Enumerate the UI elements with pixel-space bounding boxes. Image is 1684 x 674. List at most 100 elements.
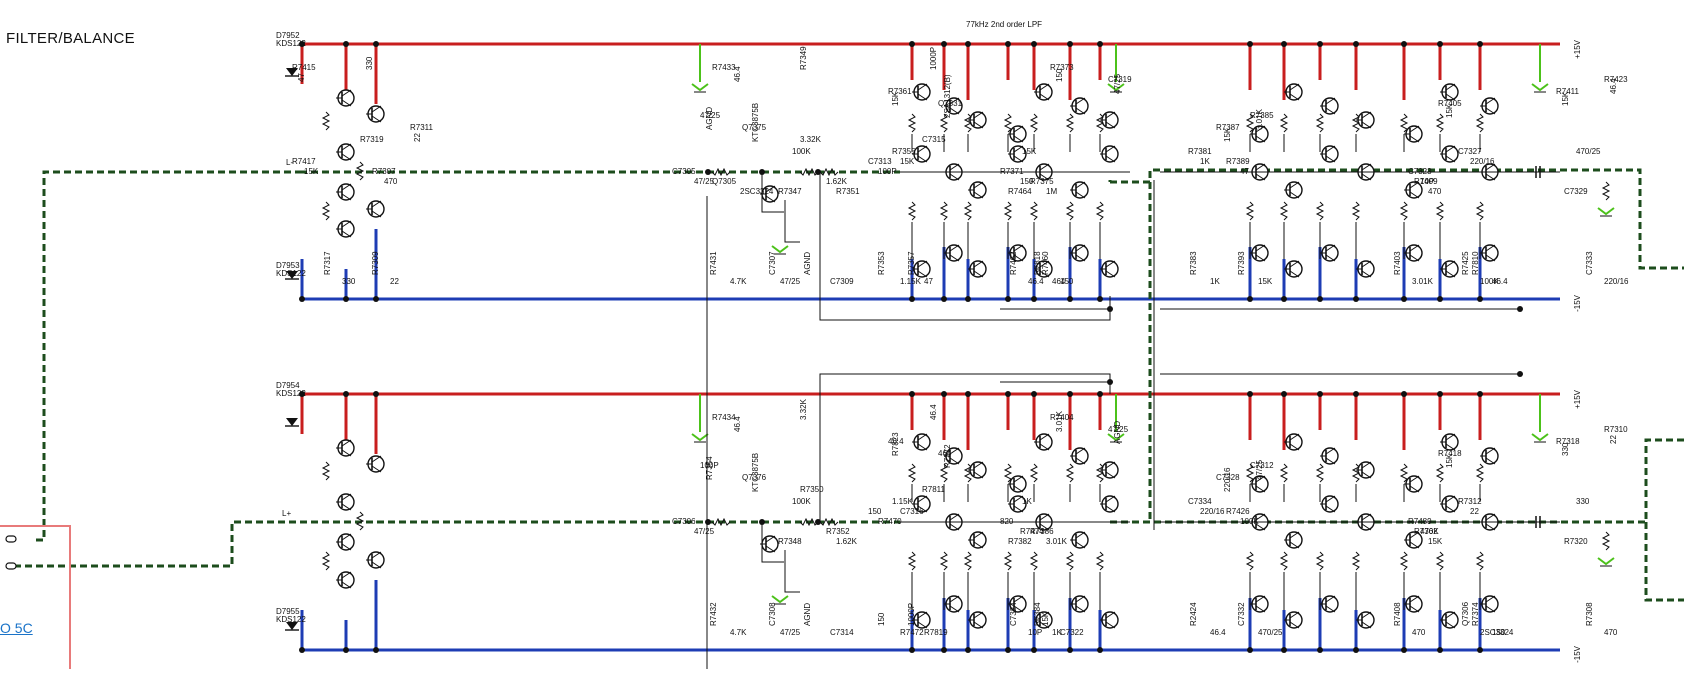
component-label: 3.01K xyxy=(1412,277,1434,286)
component-label: R7381 xyxy=(1188,147,1212,156)
lpf-transistor xyxy=(1250,125,1269,143)
junction-dot xyxy=(1005,41,1011,47)
lpf-transistor xyxy=(1404,244,1423,262)
lpf-transistor xyxy=(912,260,931,278)
junction-dot xyxy=(1317,647,1323,653)
component-label: R7385 xyxy=(1250,111,1274,120)
junction-dot xyxy=(299,296,305,302)
component-label: R7319 xyxy=(360,135,384,144)
lpf-resistor xyxy=(1399,113,1409,133)
junction-dot xyxy=(1247,647,1253,653)
component-label: C7308 xyxy=(768,602,777,626)
component-label: R7384 xyxy=(1033,602,1042,626)
agnd-symbol xyxy=(771,245,789,255)
lpf-transistor xyxy=(1100,260,1119,278)
lpf-transistor xyxy=(1070,531,1089,549)
output-load-resistor xyxy=(1601,531,1611,551)
lpf-transistor xyxy=(1404,531,1423,549)
lpf-transistor xyxy=(1250,244,1269,262)
lpf-transistor xyxy=(1034,260,1053,278)
lpf-transistor xyxy=(1480,447,1499,465)
lpf-resistor xyxy=(963,113,973,133)
input-resistor xyxy=(321,111,331,131)
zener-part: KDS122 xyxy=(276,39,306,48)
component-label: 15K xyxy=(1223,127,1232,142)
component-label: R7387 xyxy=(1216,123,1240,132)
agnd-symbol xyxy=(691,433,709,443)
lpf-transistor xyxy=(1008,125,1027,143)
component-label: R7350 xyxy=(800,485,824,494)
component-label: 22 xyxy=(1470,507,1479,516)
junction-dot xyxy=(909,647,915,653)
component-label: 150 xyxy=(868,507,882,516)
junction-dot xyxy=(1353,296,1359,302)
input-resistor xyxy=(321,201,331,221)
component-label: 47/25 xyxy=(694,177,715,186)
lpf-resistor xyxy=(1315,113,1325,133)
component-label: R7432 xyxy=(709,602,718,626)
component-label: R7307 xyxy=(372,167,396,176)
component-label: 100P xyxy=(700,461,719,470)
lpf-resistor xyxy=(1315,201,1325,221)
zener-ref: D7952 xyxy=(276,31,300,40)
lpf-transistor xyxy=(1480,595,1499,613)
bottom-neg-rail-label: -15V xyxy=(1573,645,1582,663)
junction-dot xyxy=(1107,379,1113,385)
component-label: R7389 xyxy=(1226,157,1250,166)
lpf-resistor xyxy=(1351,463,1361,483)
zener-part: KDS122 xyxy=(276,615,306,624)
input-transistor xyxy=(336,183,355,201)
component-label: 470 xyxy=(1604,628,1618,637)
component-label: KTC3875B xyxy=(751,103,760,142)
junction-dot xyxy=(1437,647,1443,653)
junction-dot xyxy=(1281,391,1287,397)
lpf-transistor xyxy=(1404,125,1423,143)
component-label: 3.32K xyxy=(799,398,808,420)
junction-dot xyxy=(1353,647,1359,653)
component-label: 46.4 xyxy=(733,66,742,82)
component-label: 100K xyxy=(792,497,811,506)
component-label: R7374 xyxy=(1471,602,1480,626)
lpf-transistor xyxy=(1034,611,1053,629)
page-link[interactable]: O 5C xyxy=(0,620,33,636)
component-label: 47 xyxy=(297,73,306,82)
input-transistor xyxy=(336,220,355,238)
lpf-resistor xyxy=(963,463,973,483)
junction-dot xyxy=(1317,296,1323,302)
component-label: 1.15K xyxy=(892,497,914,506)
zener-ref: D7955 xyxy=(276,607,300,616)
lpf-transistor xyxy=(1070,447,1089,465)
component-label: R7433 xyxy=(712,63,736,72)
component-label: R2424 xyxy=(1189,602,1198,626)
lpf-transistor xyxy=(1356,260,1375,278)
component-label: R7349 xyxy=(799,46,808,70)
input-transistor xyxy=(336,439,355,457)
component-label: C7314 xyxy=(830,628,854,637)
connector-frame xyxy=(0,525,71,674)
component-label: AGND xyxy=(1113,421,1122,444)
component-label: R7417 xyxy=(292,157,316,166)
component-label: R7403 xyxy=(1393,251,1402,275)
component-label: 15K xyxy=(1022,147,1037,156)
lpf-transistor xyxy=(1034,83,1053,101)
component-label: R7312 xyxy=(1458,497,1482,506)
component-label: C7334 xyxy=(1188,497,1212,506)
component-label: R7309 xyxy=(371,251,380,275)
junction-dot xyxy=(1107,306,1113,312)
component-label: 46.4 xyxy=(733,416,742,432)
lpf-transistor xyxy=(968,260,987,278)
zener-diode xyxy=(285,622,299,631)
junction-dot xyxy=(705,169,711,175)
junction-dot xyxy=(1477,296,1483,302)
lpf-resistor xyxy=(1399,463,1409,483)
component-label: R7470 xyxy=(878,517,902,526)
lpf-resistor xyxy=(1435,113,1445,133)
zener-ref: D7954 xyxy=(276,381,300,390)
junction-dot xyxy=(373,391,379,397)
lpf-transistor xyxy=(1070,181,1089,199)
lpf-resistor xyxy=(1351,551,1361,571)
lpf-resistor xyxy=(1003,551,1013,571)
junction-dot xyxy=(1067,647,1073,653)
lpf-transistor xyxy=(1356,461,1375,479)
